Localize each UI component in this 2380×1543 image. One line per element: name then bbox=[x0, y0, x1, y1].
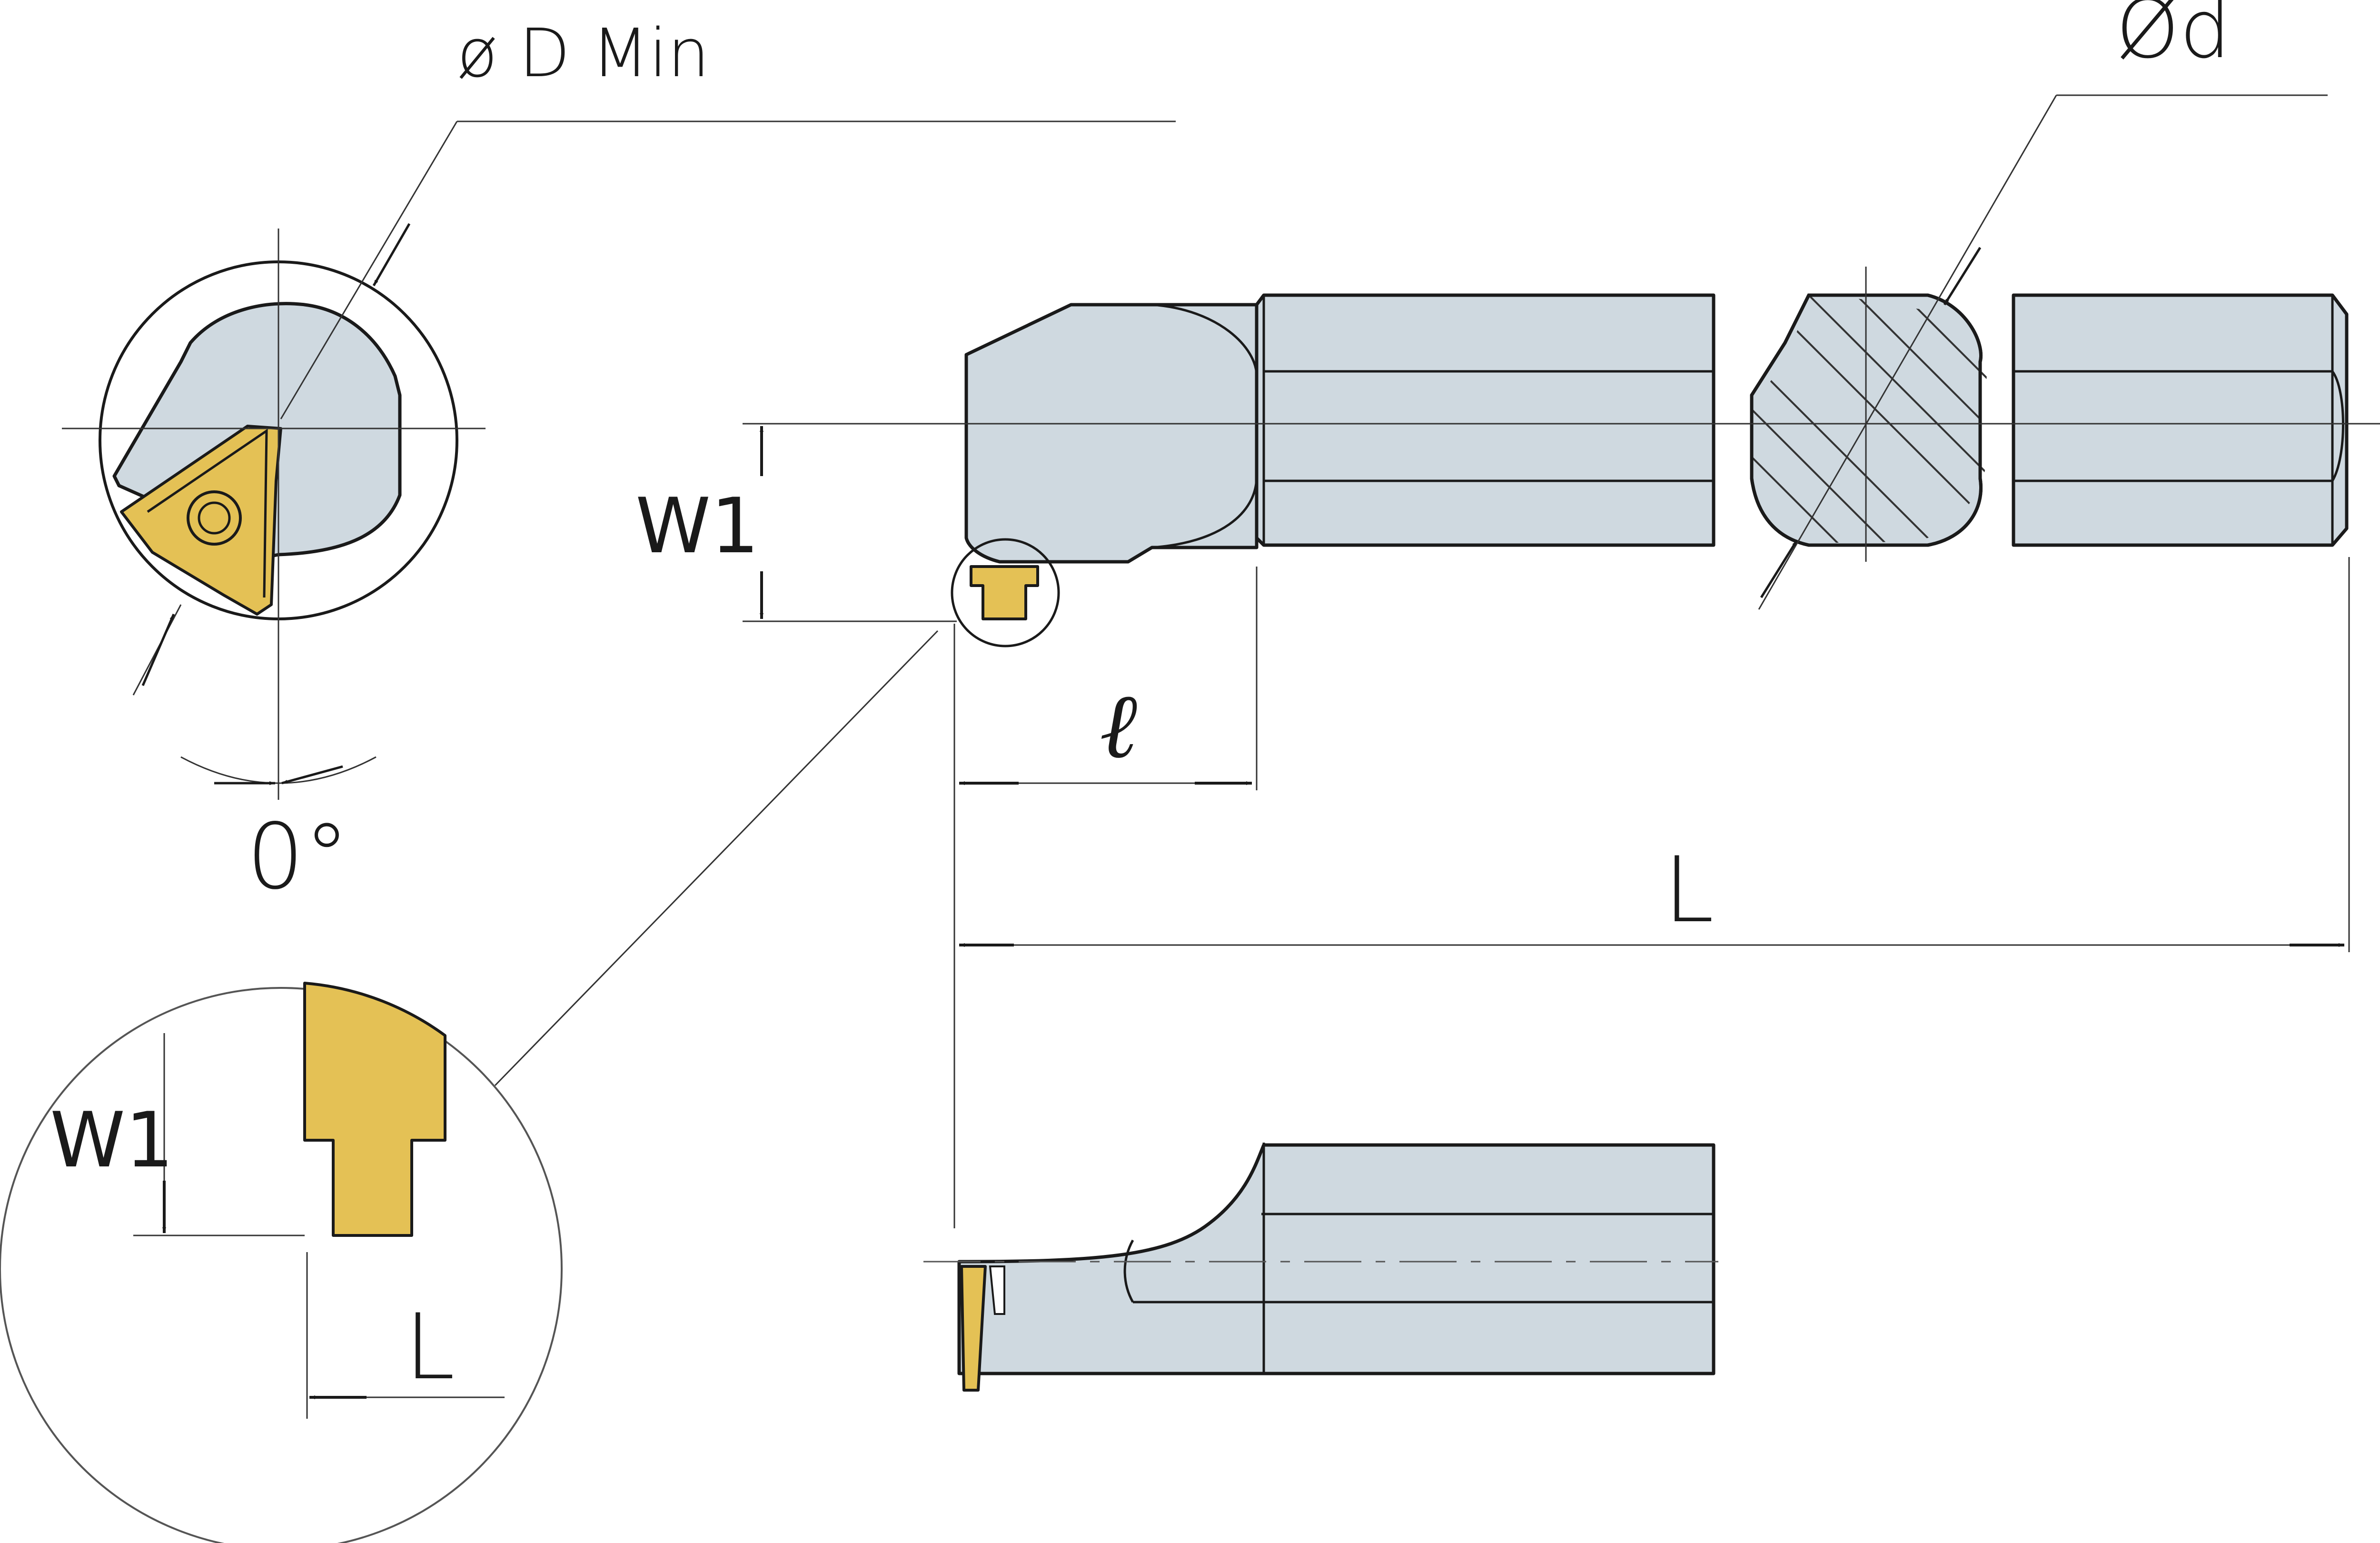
w1-label: W1 bbox=[635, 481, 759, 570]
main-side-view: W1 ℓ L Ød bbox=[635, 0, 2380, 1228]
detail-circle-marker bbox=[951, 538, 1060, 647]
lead-angle-label: 0° bbox=[247, 804, 349, 909]
detail-insert bbox=[303, 982, 446, 1237]
detail-w1-label: W1 bbox=[50, 1095, 174, 1185]
lower-insert bbox=[960, 1265, 987, 1392]
end-view-insert bbox=[120, 425, 282, 616]
overhang-length-label: ℓ bbox=[1100, 673, 1137, 778]
shank-segment-2 bbox=[2012, 293, 2349, 547]
lower-side-view bbox=[923, 1143, 1718, 1392]
detail-circle bbox=[0, 987, 563, 1543]
detail-view: W1 L bbox=[0, 630, 939, 1543]
main-insert bbox=[970, 565, 1039, 620]
angle-arrow-right-icon bbox=[281, 765, 343, 785]
shank-diameter-label: Ød bbox=[2116, 0, 2231, 77]
overall-length-label: L bbox=[1664, 837, 1714, 943]
end-view: ø D Min 0° bbox=[62, 15, 1176, 909]
dim-arrow-d-icon bbox=[1943, 247, 1982, 306]
lower-bar-body bbox=[957, 1143, 1716, 1375]
dim-arrow-D-icon bbox=[372, 223, 411, 287]
bar-head bbox=[964, 303, 1259, 564]
dim-arrow-d2-icon bbox=[1760, 539, 1798, 598]
min-bore-label: ø D Min bbox=[457, 15, 710, 92]
shank-segment-1 bbox=[1255, 293, 1716, 547]
detail-l-label: L bbox=[405, 1294, 455, 1400]
dim-arrow-D2-icon bbox=[141, 614, 175, 686]
screw-icon bbox=[187, 490, 242, 546]
